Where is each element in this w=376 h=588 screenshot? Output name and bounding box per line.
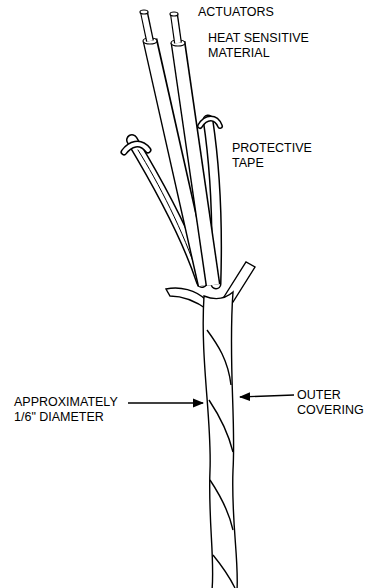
tape-label: PROTECTIVE TAPE [232,141,328,171]
actuators-label: ACTUATORS [198,5,318,20]
outer-covering [166,262,255,588]
leader-arrows [128,395,294,403]
diameter-label: APPROXIMATELY 1/6" DIAMETER [14,395,126,425]
heat-sensitive-material [143,38,213,285]
heat-material-label: HEAT SENSITIVE MATERIAL [208,31,326,61]
covering-label: OUTER COVERING [297,388,373,418]
actuator-wires [140,10,178,43]
